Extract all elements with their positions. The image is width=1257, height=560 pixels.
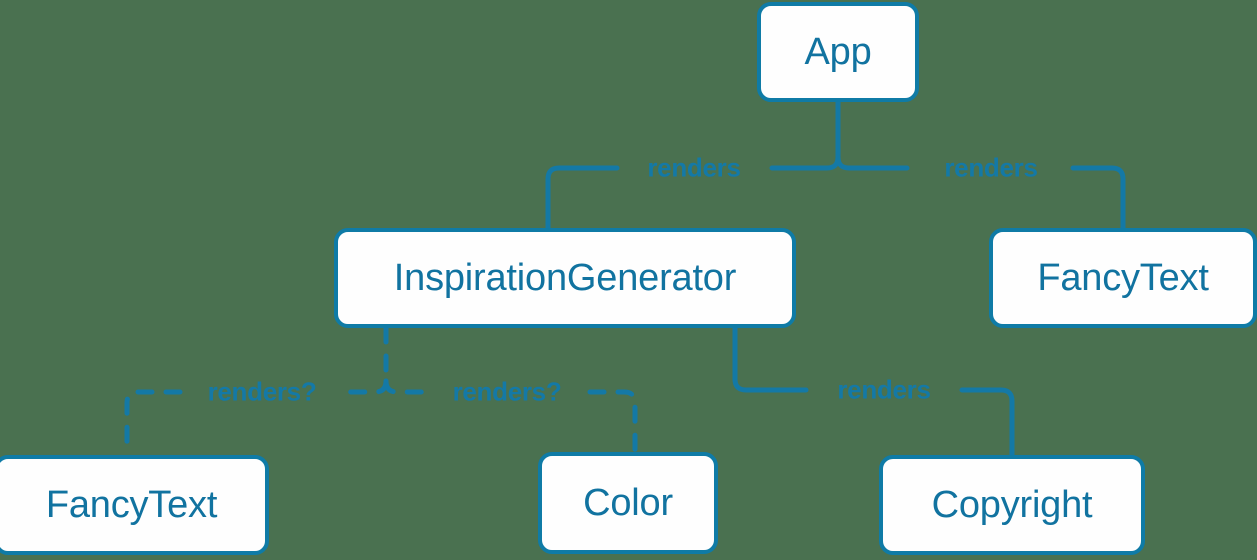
- node-copyright[interactable]: Copyright: [879, 455, 1145, 555]
- edge-app-to-inspgen-right: [769, 154, 841, 171]
- edge-label-app-to-inspirationgenerator: renders: [647, 152, 741, 183]
- edge-inspgen-to-fancytext-dashed-right: [342, 378, 389, 395]
- edge-inspgen-to-color-dashed-left: [383, 378, 427, 395]
- edge-label-inspirationgenerator-to-fancytext: renders?: [207, 376, 317, 407]
- edge-inspgen-to-copyright-left: [732, 325, 809, 393]
- edge-label-inspirationgenerator-to-copyright: renders: [837, 374, 931, 405]
- node-fancytext-bottom[interactable]: FancyText: [0, 455, 269, 555]
- edge-label-app-to-fancytext: renders: [944, 152, 1038, 183]
- node-fancytext-right-label: FancyText: [1037, 256, 1209, 299]
- node-app-label: App: [804, 30, 872, 73]
- node-color-label: Color: [583, 481, 673, 524]
- edge-inspgen-to-color-dashed-right: [587, 389, 638, 455]
- edge-app-to-fancytext-right: [1070, 165, 1126, 231]
- node-color[interactable]: Color: [538, 452, 718, 554]
- node-inspirationgenerator-label: InspirationGenerator: [393, 256, 737, 299]
- edge-app-to-fancytext-left: [835, 154, 910, 171]
- edge-inspgen-to-fancytext-dashed-left: [124, 389, 183, 458]
- node-copyright-label: Copyright: [931, 483, 1093, 526]
- node-app[interactable]: App: [757, 2, 919, 102]
- edge-inspgen-to-copyright-right: [959, 387, 1015, 458]
- edge-label-inspirationgenerator-to-color: renders?: [452, 376, 562, 407]
- node-fancytext-bottom-label: FancyText: [45, 483, 218, 526]
- edge-app-to-inspgen-left: [545, 165, 620, 231]
- node-fancytext-right[interactable]: FancyText: [989, 228, 1257, 328]
- node-inspirationgenerator[interactable]: InspirationGenerator: [334, 228, 796, 328]
